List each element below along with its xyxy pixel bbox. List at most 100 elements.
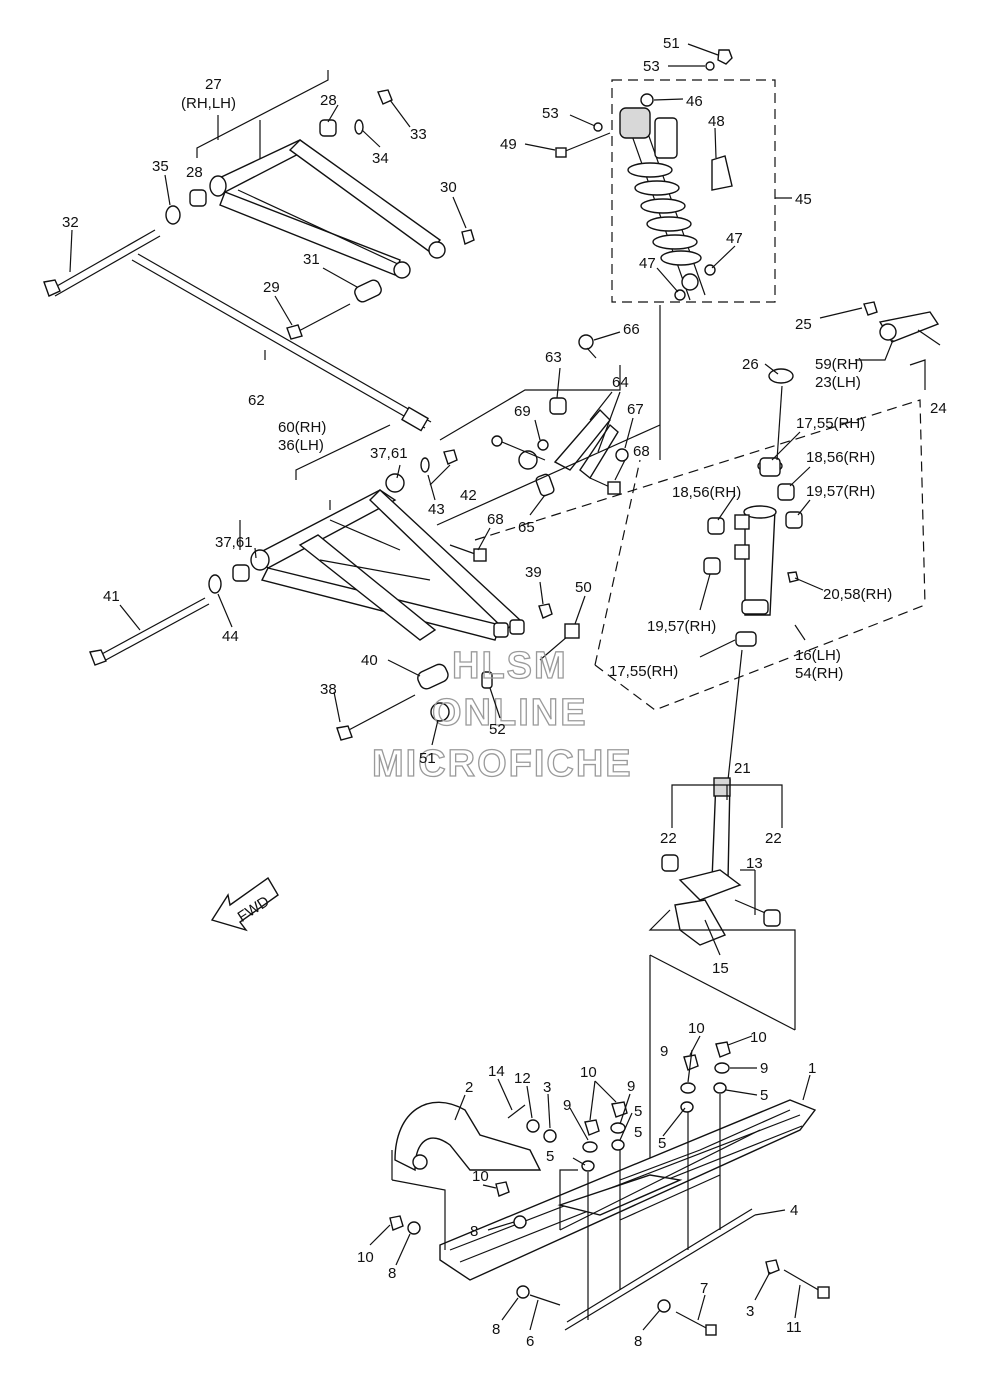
label-25: 25: [795, 316, 812, 333]
label-65: 65: [518, 519, 535, 536]
label-12: 12: [514, 1070, 531, 1087]
label-33: 33: [410, 126, 427, 143]
spindle-housing-group: [474, 301, 941, 781]
link-group: [436, 305, 661, 562]
label-16: 16(LH): [795, 647, 841, 664]
label-68-right: 68: [633, 443, 650, 460]
label-17-bottom: 17,55(RH): [609, 663, 678, 680]
watermark-line3: MICROFICHE: [372, 743, 633, 785]
label-49: 49: [500, 136, 517, 153]
label-8-d: 8: [634, 1333, 642, 1350]
label-53-side: 53: [542, 105, 559, 122]
label-13: 13: [746, 855, 763, 872]
label-34: 34: [372, 150, 389, 167]
label-1: 1: [808, 1060, 816, 1077]
watermark: HLSM ONLINE MICROFICHE: [371, 644, 633, 785]
shock-spring: [619, 107, 706, 301]
label-8-a: 8: [470, 1223, 478, 1240]
label-41: 41: [103, 588, 120, 605]
label-62: 62: [248, 392, 265, 409]
label-3-top: 3: [543, 1079, 551, 1096]
label-31: 31: [303, 251, 320, 268]
label-63: 63: [545, 349, 562, 366]
label-36: 36(LH): [278, 437, 324, 454]
label-26: 26: [742, 356, 759, 373]
label-30: 30: [440, 179, 457, 196]
label-52: 52: [489, 721, 506, 738]
label-8-c: 8: [492, 1321, 500, 1338]
label-45: 45: [795, 191, 812, 208]
fwd-arrow: FWD: [210, 876, 279, 932]
label-19-left: 19,57(RH): [647, 618, 716, 635]
label-68-mid: 68: [487, 511, 504, 528]
leader-lines: [69, 43, 863, 1331]
label-9-a: 9: [660, 1043, 668, 1060]
label-67: 67: [627, 401, 644, 418]
label-59: 59(RH): [815, 356, 863, 373]
label-50: 50: [575, 579, 592, 596]
label-35: 35: [152, 158, 169, 175]
label-27-rhlh: (RH,LH): [181, 95, 236, 112]
label-66: 66: [623, 321, 640, 338]
label-23: 23(LH): [815, 374, 861, 391]
label-37-left: 37,61: [215, 534, 253, 551]
label-29: 29: [263, 279, 280, 296]
watermark-line1: HLSM: [452, 645, 568, 687]
label-60: 60(RH): [278, 419, 326, 436]
label-4: 4: [790, 1202, 798, 1219]
label-11: 11: [786, 1319, 802, 1336]
label-14: 14: [488, 1063, 505, 1080]
label-51-bottom: 51: [419, 750, 436, 767]
label-3-bottom: 3: [746, 1303, 754, 1320]
part-labels: 51 53 46 53 48 49 45 47 47 27 (RH,LH) 28…: [62, 35, 947, 1350]
watermark-line2: ONLINE: [432, 692, 588, 734]
label-44: 44: [222, 628, 239, 645]
label-10-d: 10: [472, 1168, 489, 1185]
label-5-a: 5: [760, 1087, 768, 1104]
label-10-c: 10: [580, 1064, 597, 1081]
label-42: 42: [460, 487, 477, 504]
label-18-right: 18,56(RH): [806, 449, 875, 466]
label-69: 69: [514, 403, 531, 420]
label-32: 32: [62, 214, 79, 231]
label-64: 64: [612, 374, 629, 391]
label-37-top: 37,61: [370, 445, 408, 462]
label-46: 46: [686, 93, 703, 110]
label-39: 39: [525, 564, 542, 581]
label-22-right: 22: [765, 830, 782, 847]
label-22-left: 22: [660, 830, 677, 847]
label-2: 2: [465, 1079, 473, 1096]
label-5-e: 5: [546, 1148, 554, 1165]
label-53-top: 53: [643, 58, 660, 75]
lower-arm-group: [89, 424, 580, 741]
shock-absorber-group: [555, 49, 792, 303]
label-19-right: 19,57(RH): [806, 483, 875, 500]
label-48: 48: [708, 113, 725, 130]
label-47-right: 47: [726, 230, 743, 247]
label-27: 27: [205, 76, 222, 93]
label-43: 43: [428, 501, 445, 518]
label-54: 54(RH): [795, 665, 843, 682]
shock-dashed-box: [611, 79, 776, 303]
label-24: 24: [930, 400, 947, 417]
shock-cover-48: [711, 155, 733, 191]
label-5-b: 5: [634, 1103, 642, 1120]
label-9-d: 9: [563, 1097, 571, 1114]
label-5-d: 5: [658, 1135, 666, 1152]
label-6: 6: [526, 1333, 534, 1350]
spindle-group: [648, 777, 796, 1180]
label-18-left: 18,56(RH): [672, 484, 741, 501]
label-51-top: 51: [663, 35, 680, 52]
label-21: 21: [734, 760, 751, 777]
label-20: 20,58(RH): [823, 586, 892, 603]
label-7: 7: [700, 1280, 708, 1297]
ski-group: [389, 1041, 830, 1336]
label-28-left: 28: [186, 164, 203, 181]
label-9-c: 9: [627, 1078, 635, 1095]
upper-arm-group: [43, 70, 475, 432]
label-40: 40: [361, 652, 378, 669]
label-8-b: 8: [388, 1265, 396, 1282]
label-5-c: 5: [634, 1124, 642, 1141]
label-47-left: 47: [639, 255, 656, 272]
